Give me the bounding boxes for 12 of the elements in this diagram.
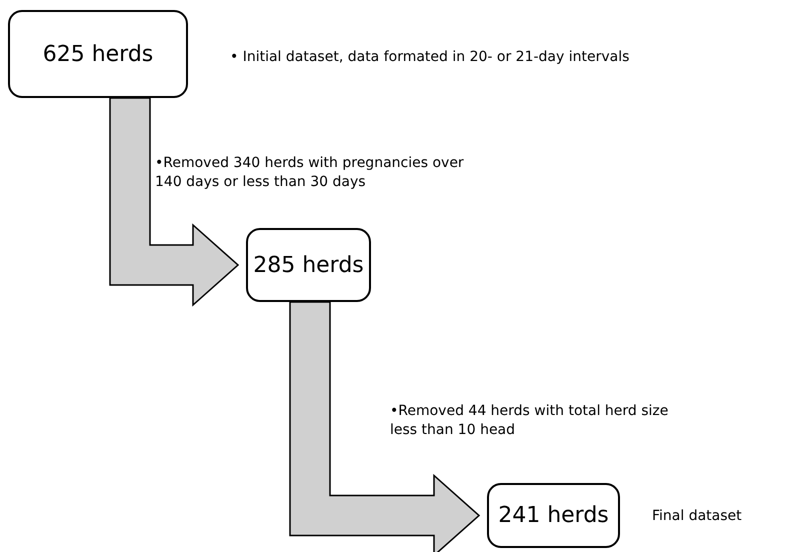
node-label: 625 herds: [42, 42, 154, 66]
note-text: Final dataset: [652, 507, 743, 526]
block-arrow: [109, 97, 240, 307]
note-text: • Initial dataset, data formated in 20- or 21-day intervals: [230, 48, 630, 67]
node-label: 285 herds: [253, 252, 364, 278]
block-arrow: [289, 301, 480, 552]
node-label: 241 herds: [498, 503, 609, 528]
edge-label: •Removed 44 herds with total herd size less than 10 head: [390, 402, 670, 440]
rounded-box: [8, 10, 188, 98]
rounded-box: [246, 228, 371, 302]
rounded-box: [487, 483, 620, 548]
edge-label: •Removed 340 herds with pregnancies over 140 days or less than 30 days: [155, 154, 465, 192]
